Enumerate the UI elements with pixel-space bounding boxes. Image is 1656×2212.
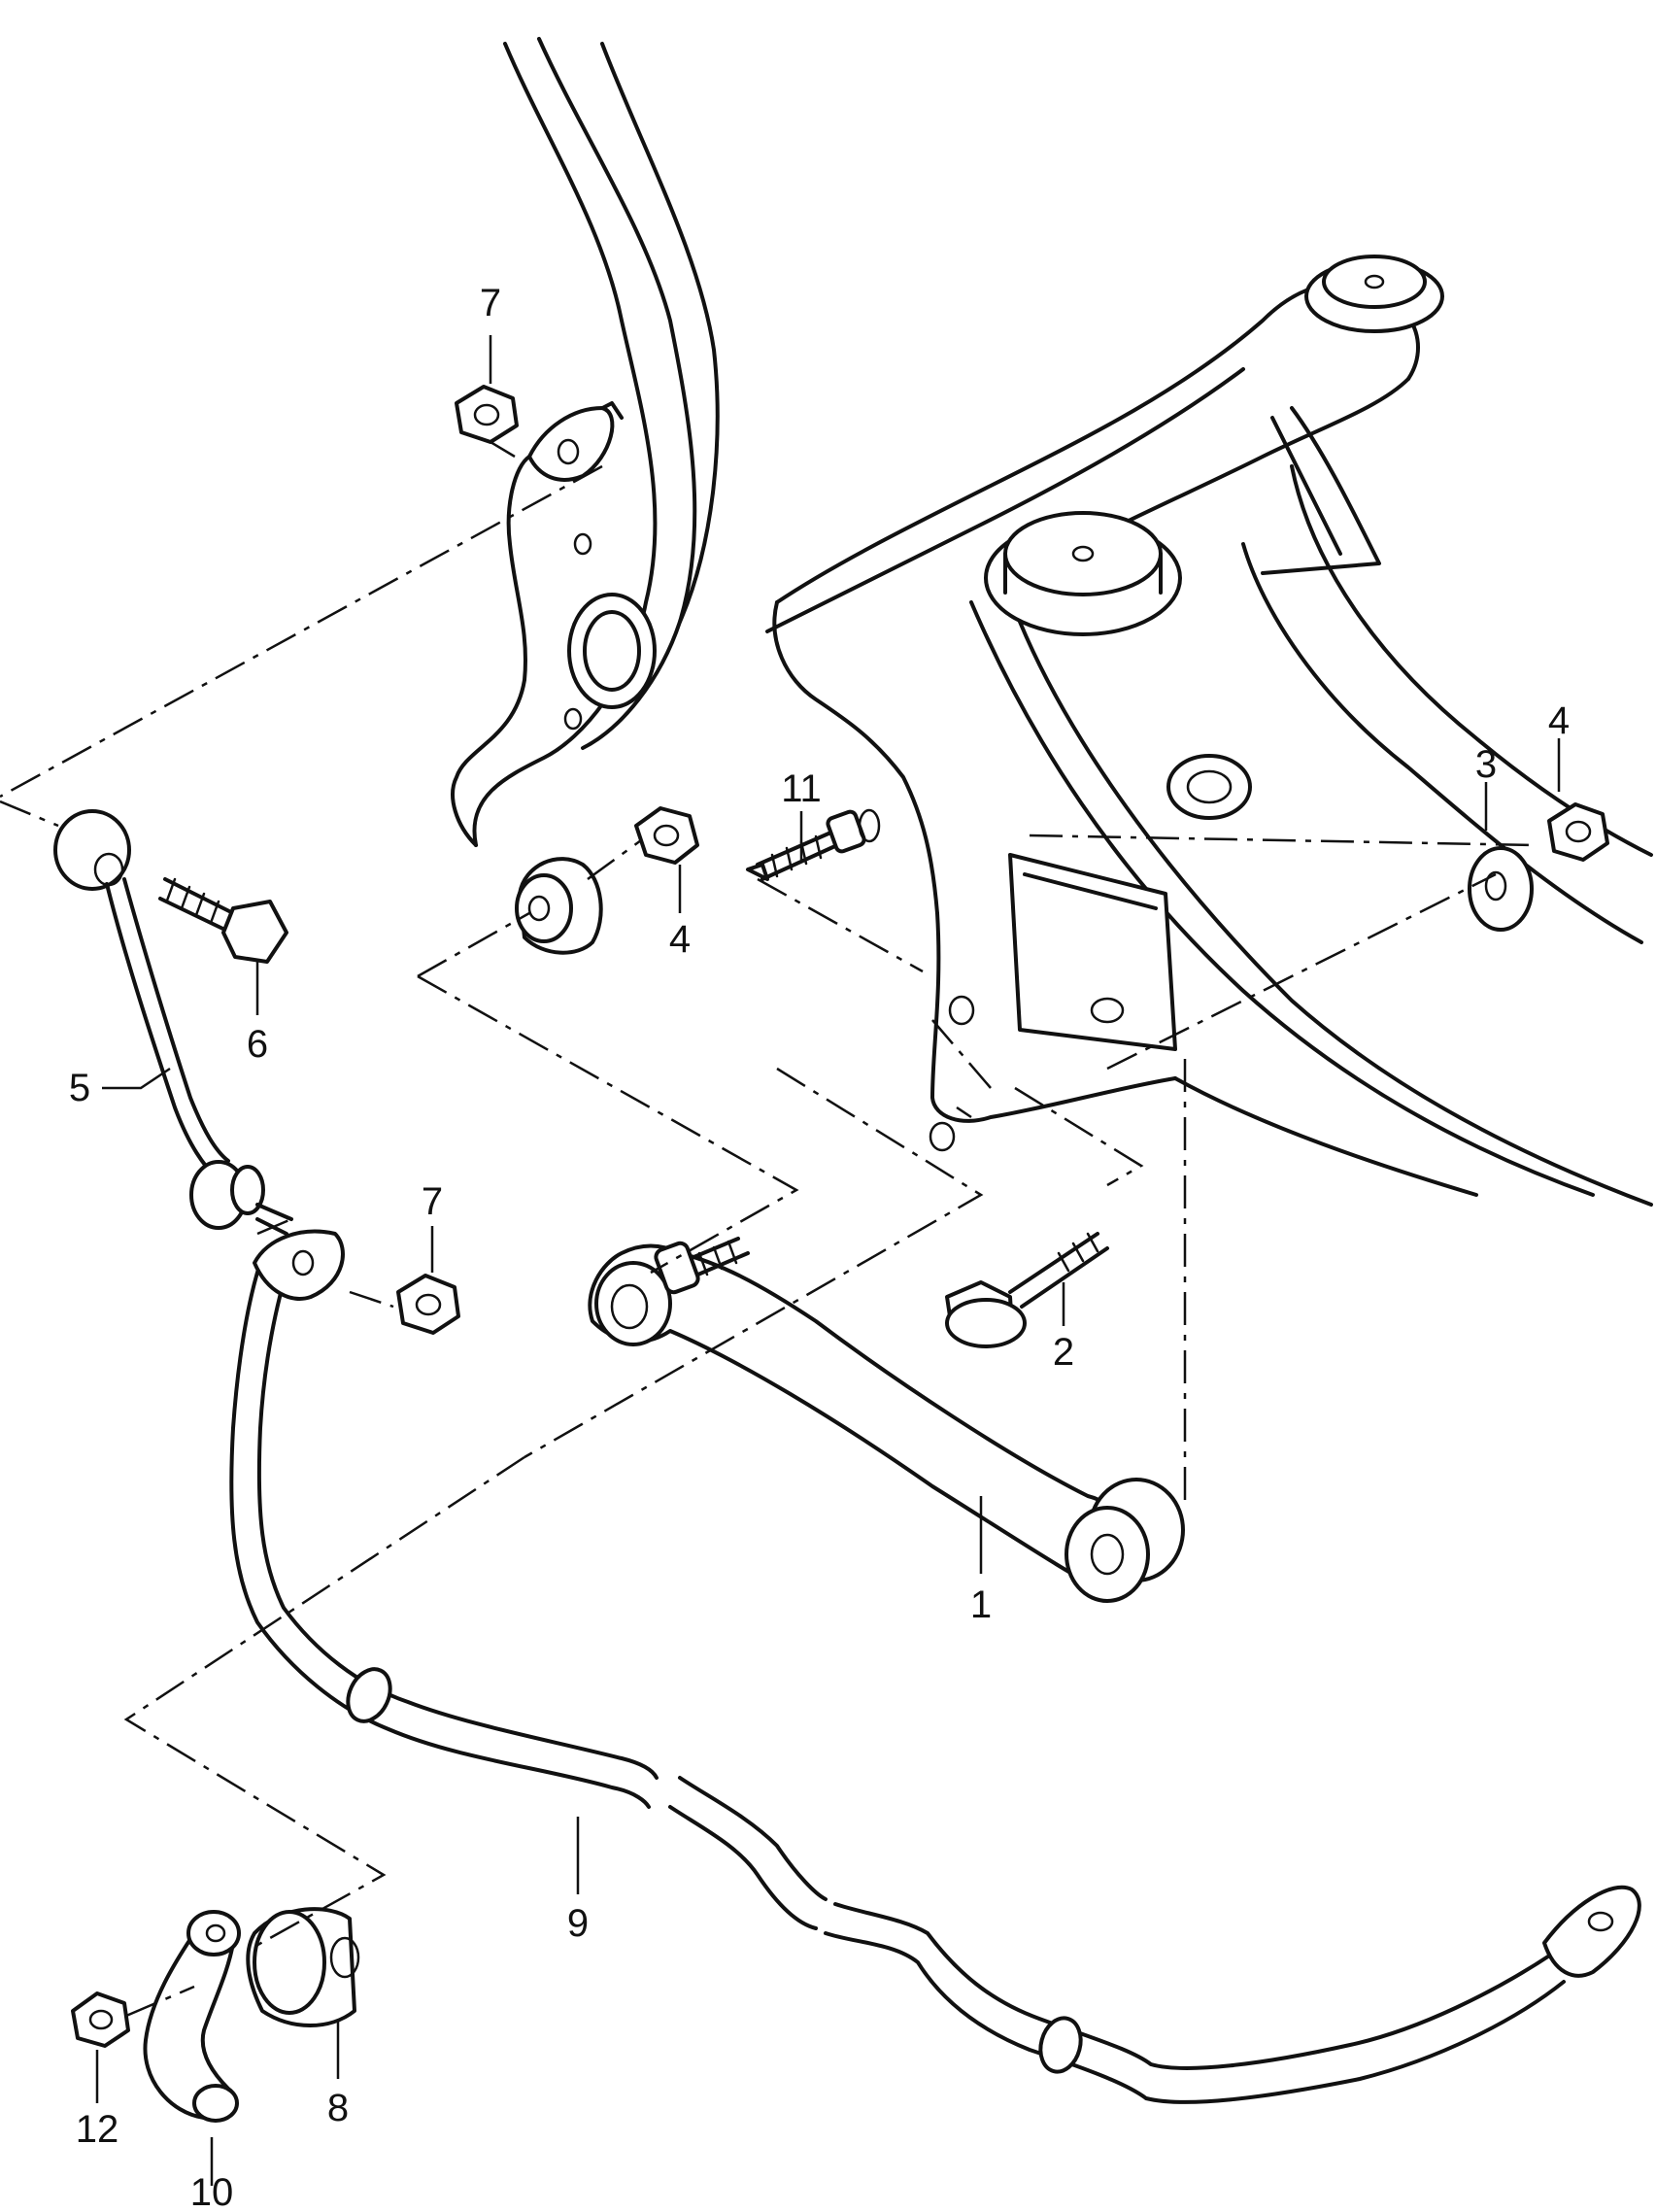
leader-lines xyxy=(95,335,1561,2186)
assembly-lines xyxy=(0,440,1536,2018)
bolt-2 xyxy=(945,1232,1109,1348)
carrier-rubber-bush xyxy=(515,857,603,955)
callout-labels: 1 2 3 4 4 5 6 7 7 8 9 10 11 12 xyxy=(69,282,1570,2212)
callout-10: 10 xyxy=(190,2171,234,2212)
callout-7-upper: 7 xyxy=(480,282,501,324)
nut-12 xyxy=(71,1991,130,2048)
callout-4-right: 4 xyxy=(1548,699,1570,742)
nut-7-lower xyxy=(396,1274,460,1335)
callout-2: 2 xyxy=(1053,1331,1074,1374)
coupling-rod xyxy=(53,809,293,1236)
coupling-rod-upper-bushing xyxy=(53,809,131,891)
callout-8: 8 xyxy=(327,2087,349,2129)
clamp-10 xyxy=(143,1910,241,2123)
callout-1: 1 xyxy=(970,1583,992,1626)
callout-3: 3 xyxy=(1475,743,1497,786)
subframe xyxy=(765,255,1653,1207)
callout-6: 6 xyxy=(247,1023,268,1066)
nut-4-right xyxy=(1547,802,1609,862)
callout-5: 5 xyxy=(69,1067,90,1109)
bolt-6 xyxy=(158,877,288,964)
anti-roll-bar xyxy=(229,1229,1641,2104)
carrier-bearing-bore xyxy=(567,593,657,709)
callout-7-lower: 7 xyxy=(422,1180,443,1223)
carrier-link-tab xyxy=(527,406,615,482)
wheel-carrier xyxy=(451,37,720,847)
nut-4-left xyxy=(634,806,699,865)
control-arm xyxy=(588,1237,1185,1603)
nut-7-upper xyxy=(455,385,519,444)
control-arm-inner-bushing xyxy=(594,1261,672,1346)
subframe-rubber-stop xyxy=(1166,754,1252,820)
callout-11: 11 xyxy=(781,767,822,810)
rubber-mount-8 xyxy=(246,1907,360,2027)
subframe-mount-pocket xyxy=(1008,853,1177,1051)
washer-3 xyxy=(1468,846,1534,932)
bolt-11 xyxy=(746,808,881,881)
callout-4-left: 4 xyxy=(669,918,691,961)
callout-12: 12 xyxy=(76,2108,119,2151)
callout-9: 9 xyxy=(567,1902,589,1945)
